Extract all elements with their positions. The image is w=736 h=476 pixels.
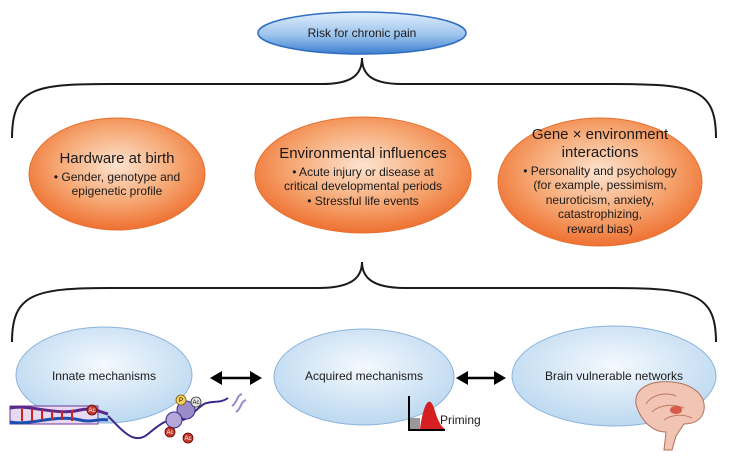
environment-text: Environmental influences • Acute injury … (268, 145, 458, 208)
upper-brace (11, 57, 717, 139)
lower-brace (11, 261, 717, 343)
gene-environment-title: Gene × environment (531, 126, 669, 143)
hardware-text: Hardware at birth • Gender, genotype and… (37, 150, 197, 199)
priming-graph (408, 396, 445, 431)
environment-bullet-3: • Stressful life events (307, 193, 419, 208)
dna-badge-0: P (179, 398, 183, 404)
arrow-acquired-brain (456, 371, 506, 385)
priming-label: Priming (440, 413, 481, 427)
gene-environment-bullet-3: neuroticism, anxiety, (545, 192, 655, 207)
risk-label: Risk for chronic pain (307, 26, 417, 40)
gene-environment-bullet-4: catastrophizing, (557, 207, 643, 222)
innate-label: Innate mechanisms (51, 369, 157, 383)
environment-title: Environmental influences (279, 145, 447, 162)
risk-ellipse (257, 11, 467, 55)
dna-badge-2: Ac (88, 408, 95, 414)
gene-environment-text: Gene × environment interactions • Person… (510, 126, 690, 236)
dna-badge-4: Ac (184, 436, 191, 442)
environment-bullet-2: critical developmental periods (283, 179, 443, 194)
dna-badge-3: Ac (166, 430, 173, 436)
environment-bullet-1: • Acute injury or disease at (292, 165, 434, 179)
gene-environment-title-2: interactions (561, 144, 639, 161)
dna-illustration: P Ac Ac Ac Ac (9, 393, 247, 444)
hardware-title: Hardware at birth (59, 150, 175, 167)
environment-ellipse (254, 116, 472, 234)
brain-illustration (635, 381, 705, 451)
gene-environment-bullet-2: (for example, pessimism, (533, 178, 667, 193)
hardware-bullet-1: • Gender, genotype and (53, 170, 181, 184)
innate-ellipse (15, 326, 193, 424)
gene-environment-ellipse (497, 117, 703, 247)
acquired-label: Acquired mechanisms (304, 369, 424, 383)
gene-environment-bullet-1: • Personality and psychology (523, 164, 677, 178)
hardware-bullet-2: epigenetic profile (71, 184, 163, 199)
dna-badge-1: Ac (192, 400, 199, 406)
gene-environment-bullet-5: reward bias) (566, 221, 634, 236)
arrow-innate-acquired (210, 371, 262, 385)
hardware-ellipse (28, 117, 206, 231)
brain-label: Brain vulnerable networks (544, 369, 684, 383)
